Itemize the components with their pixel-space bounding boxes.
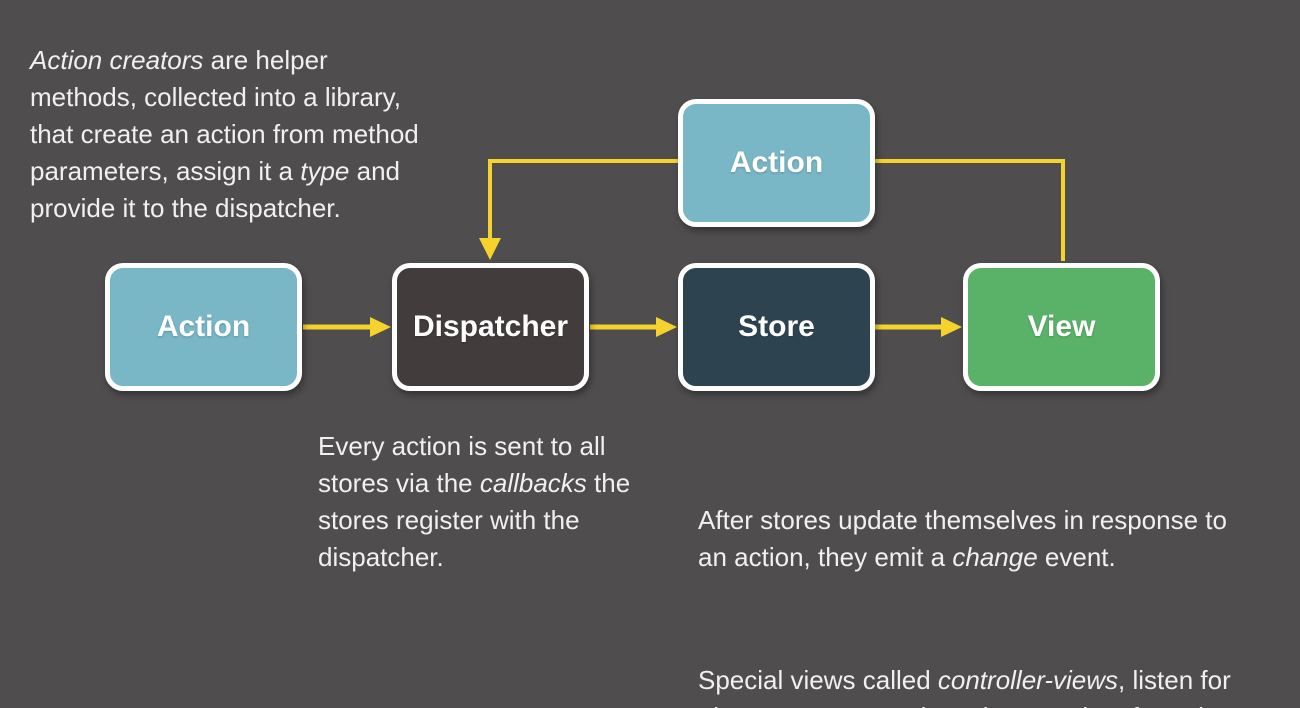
edge-actiontop-to-dispatcher bbox=[488, 159, 680, 240]
arrowhead-action-to-dispatcher bbox=[370, 317, 391, 337]
node-dispatcher: Dispatcher bbox=[392, 263, 589, 391]
node-action: Action bbox=[105, 263, 302, 391]
node-view: View bbox=[963, 263, 1160, 391]
note-dispatcher-callbacks: Every action is sent to all stores via t… bbox=[318, 431, 631, 572]
node-action-label: Action bbox=[156, 310, 251, 343]
node-action-top-label: Action bbox=[729, 146, 824, 179]
arrowhead-dispatcher-to-store bbox=[656, 317, 677, 337]
node-store-label: Store bbox=[738, 310, 815, 343]
arrowhead-store-to-view bbox=[941, 317, 962, 337]
node-dispatcher-label: Dispatcher bbox=[412, 310, 569, 343]
note-action-creators: Action creators are helper methods, coll… bbox=[30, 45, 419, 223]
node-view-label: View bbox=[1027, 310, 1096, 343]
note-store-change: After stores update themselves in respon… bbox=[698, 428, 1284, 708]
node-action-top: Action bbox=[678, 99, 875, 227]
arrowhead-actiontop-to-dispatcher bbox=[479, 238, 501, 260]
edge-view-to-actiontop bbox=[875, 159, 1065, 261]
note-store-paragraph-2: Special views called controller-views, l… bbox=[698, 665, 1231, 708]
note-store-paragraph-1: After stores update themselves in respon… bbox=[698, 505, 1227, 572]
node-store: Store bbox=[678, 263, 875, 391]
